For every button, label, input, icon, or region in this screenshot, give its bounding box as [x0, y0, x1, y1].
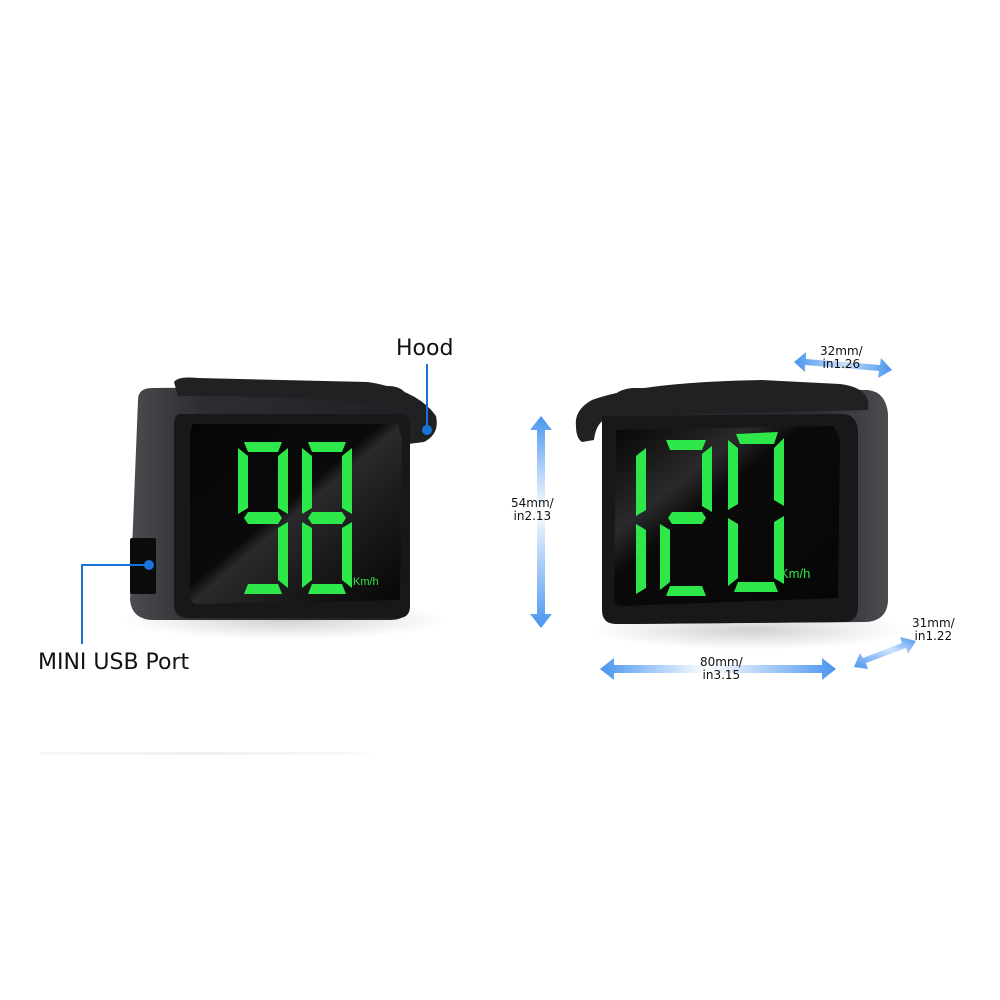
height-dimension-label: 54mm/ in2.13	[511, 497, 554, 523]
depth-top-dimension-label: 32mm/ in1.26	[820, 345, 863, 371]
usb-callout-line-v	[81, 564, 83, 644]
depth-bottom-dimension-label: 31mm/ in1.22	[912, 617, 955, 643]
left-hud-device	[130, 377, 437, 620]
depth-top-inch: in1.26	[822, 357, 861, 371]
right-speed-unit: Km/h	[780, 566, 811, 581]
height-mm: 54mm/	[511, 496, 554, 510]
depth-bottom-inch: in1.22	[914, 629, 953, 643]
depth-top-dimension-arrow	[794, 352, 892, 378]
hood-callout-dot	[422, 425, 432, 435]
usb-callout-line-h	[81, 564, 149, 566]
width-mm: 80mm/	[700, 655, 743, 669]
depth-bottom-dimension-arrow	[854, 637, 916, 669]
reflection	[40, 752, 370, 755]
height-inch: in2.13	[513, 509, 552, 523]
hood-label: Hood	[396, 336, 454, 361]
depth-top-mm: 32mm/	[820, 344, 863, 358]
height-dimension-arrow	[530, 416, 552, 628]
hood-callout-line	[426, 364, 428, 430]
width-inch: in3.15	[702, 668, 741, 682]
width-dimension-arrow	[600, 658, 836, 680]
left-speed-unit: Km/h	[353, 576, 379, 588]
depth-bottom-mm: 31mm/	[912, 616, 955, 630]
usb-port-label: MINI USB Port	[38, 650, 190, 675]
width-dimension-label: 80mm/ in3.15	[700, 656, 743, 682]
usb-callout-dot	[144, 560, 154, 570]
right-hud-device	[575, 380, 888, 624]
